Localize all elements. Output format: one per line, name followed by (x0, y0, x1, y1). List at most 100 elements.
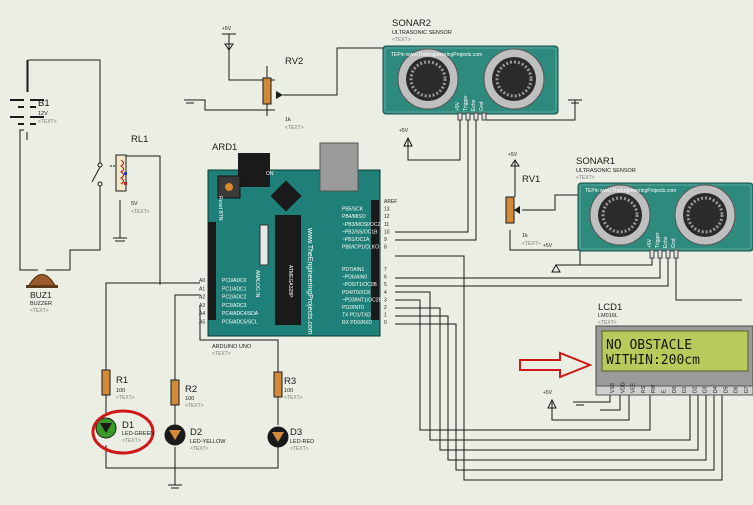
arduino-reset-label: Reset BTN (217, 196, 223, 221)
resistor-r2 (170, 379, 180, 406)
b1-text: <TEXT> (38, 119, 57, 125)
arduino-pin-d6: 6 (384, 275, 387, 281)
arduino-pin-d11: 11 (384, 222, 389, 228)
arduino-pin-a4: A4 (199, 311, 205, 317)
arduino-pin-name: PD4/T0/XCK (342, 290, 371, 296)
lcd-pin-rw: RW (651, 384, 657, 393)
sonar1-text: <TEXT> (576, 175, 595, 181)
lcd1-value: LM016L (598, 313, 618, 319)
lcd-pin-vss: VSS (610, 382, 616, 393)
arduino-pin-a5: A5 (199, 320, 205, 326)
rv1-vcc2 (551, 263, 561, 273)
wires (19, 34, 742, 485)
d2-value: LED-YELLOW (190, 439, 226, 445)
lcd-pin-d5: D5 (723, 386, 729, 393)
r1-ref: R1 (116, 375, 128, 386)
arduino-pin-name: PC5/ADC5/SCL (222, 320, 258, 326)
red-arrow (519, 351, 593, 379)
sonar1-pin-trigger: Trigger (655, 232, 661, 248)
arduino-pin-a0: A0 (199, 278, 205, 284)
arduino-pin-a2: A2 (199, 295, 205, 301)
arduino-pin-daref: AREF (384, 199, 397, 205)
arduino-pin-a3: A3 (199, 303, 205, 309)
sonar2-pin-gnd: Gnd (479, 101, 485, 111)
arduino-on-label: ON (266, 171, 274, 177)
lcd-pin-d6: D6 (734, 386, 740, 393)
rv1-text: <TEXT> (522, 241, 541, 247)
sonar2-brand: TEPin (391, 52, 405, 58)
lcd-pin-d0: D0 (672, 386, 678, 393)
sonar1-site: www.TheEngineeringProjects.com (600, 188, 676, 194)
d2-ref: D2 (190, 427, 202, 438)
resistor-r3 (273, 371, 283, 398)
arduino-analog-label: ANALOG IN (254, 270, 260, 298)
arduino-pin-name: RX PD0/RXD (342, 320, 372, 326)
arduino-pin-name: ~PD5/T1/OC0B (342, 282, 378, 288)
r1-text: <TEXT> (116, 395, 135, 401)
rl1-ref: RL1 (131, 134, 148, 145)
sonar1-ref: SONAR1 (576, 156, 615, 167)
arduino-pin-name: PD2/INT0 (342, 305, 364, 311)
d3-ref: D3 (290, 427, 302, 438)
r3-value: 100 (284, 388, 293, 394)
sonar2-pin-vcc: +5V (455, 101, 461, 111)
ard1-text: <TEXT> (212, 351, 231, 357)
sonar2-module (382, 45, 559, 121)
arduino-pin-d4: 4 (384, 290, 387, 296)
arduino-site: www.TheEngineeringProjects.com (306, 227, 313, 335)
rv2-vcc-label: +5V (222, 26, 232, 32)
r2-text: <TEXT> (185, 403, 204, 409)
r3-ref: R3 (284, 376, 296, 387)
ard1-value: ARDUINO UNO (212, 344, 252, 350)
sonar2-pin-echo: Echo (471, 99, 477, 111)
arduino-pin-d0: 0 (384, 320, 387, 326)
arduino-pin-name: PB5/SCK (342, 207, 364, 213)
sonar2-ref: SONAR2 (392, 18, 431, 29)
buz1-ref: BUZ1 (30, 290, 52, 300)
lcd-pin-d7: D7 (744, 386, 750, 393)
arduino-pin-d7: 7 (384, 267, 387, 273)
arduino-pin-name: TX PD1/TXD (342, 313, 371, 319)
r1-value: 100 (116, 388, 125, 394)
rv1-vcc2-label: +5V (543, 243, 553, 249)
d1-ref: D1 (122, 420, 134, 431)
arduino-pin-d8: 8 (384, 245, 387, 251)
sonar2-value: ULTRASONIC SENSOR (392, 30, 452, 36)
arduino-pin-name: PC1/ADC1 (222, 286, 247, 292)
r3-text: <TEXT> (284, 395, 303, 401)
lcd-pin-vee: VEE (631, 382, 637, 393)
sonar2-vcc (403, 136, 413, 147)
sonar1-value: ULTRASONIC SENSOR (576, 168, 636, 174)
d2-text: <TEXT> (190, 446, 209, 452)
arduino-pin-a1: A1 (199, 286, 205, 292)
arduino-pin-d12: 12 (384, 214, 390, 220)
arduino-pin-d9: 9 (384, 237, 387, 243)
relay-rl1 (91, 154, 138, 242)
sonar2-vcc-label: +5V (399, 128, 409, 134)
lcd-pin-d1: D1 (682, 386, 688, 393)
sonar1-module (577, 182, 753, 259)
rv1-vcc-label: +5V (508, 152, 518, 158)
d3-text: <TEXT> (290, 446, 309, 452)
lcd-pin-d2: D2 (692, 386, 698, 393)
lcd-vcc (547, 398, 587, 409)
rv2-text: <TEXT> (285, 125, 304, 131)
resistor-r1 (101, 369, 111, 396)
rv1-ref: RV1 (522, 174, 540, 185)
sonar2-gnd (568, 99, 582, 104)
rv2-value: 1k (285, 117, 291, 123)
arduino-pin-name: PB0/ICP1/CLKO (342, 245, 379, 251)
sonar1-pin-gnd: Gnd (671, 238, 677, 248)
sonar1-pin-vcc: +5V (647, 238, 653, 248)
rl1-text: <TEXT> (131, 209, 150, 215)
lcd-vcc-label: +5V (543, 390, 553, 396)
arduino-pin-name: ~PB1/OC1A (342, 237, 370, 243)
rv2-ref: RV2 (285, 56, 303, 67)
lcd-pin-e: E (662, 389, 668, 393)
arduino-pin-name: ~PB3/MOSI/OC2A (342, 222, 384, 228)
lcd1-line1: NO OBSTACLE (606, 338, 692, 353)
